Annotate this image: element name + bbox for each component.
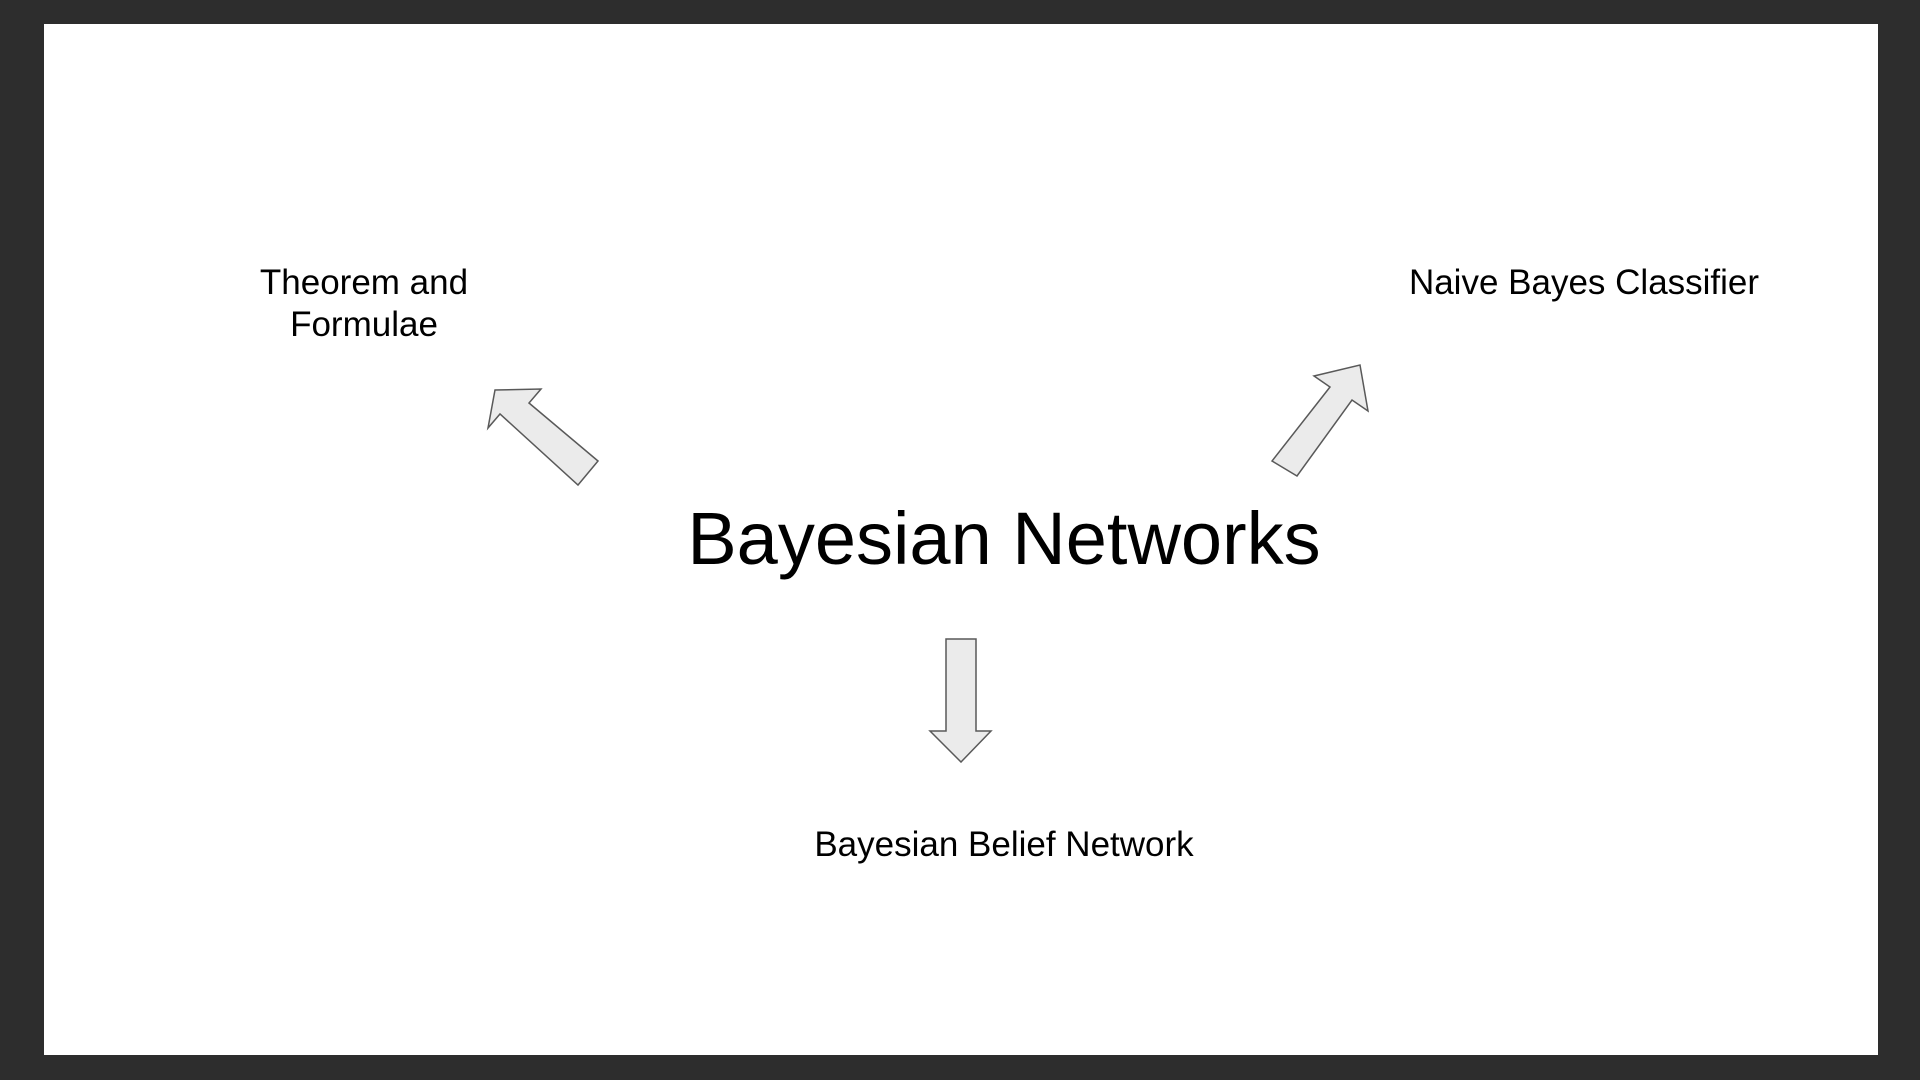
arrow-down-icon <box>928 638 993 764</box>
arrow-up-left-icon <box>486 388 600 487</box>
topic-naive-bayes-classifier: Naive Bayes Classifier <box>1408 263 1760 302</box>
center-title: Bayesian Networks <box>687 497 1321 580</box>
topic-theorem-and-formulae: Theorem and Formulae <box>259 263 469 344</box>
slide-canvas: Bayesian Networks Theorem and Formulae N… <box>44 24 1878 1055</box>
arrow-up-right-icon <box>1270 364 1370 477</box>
topic-bayesian-belief-network: Bayesian Belief Network <box>814 825 1194 864</box>
